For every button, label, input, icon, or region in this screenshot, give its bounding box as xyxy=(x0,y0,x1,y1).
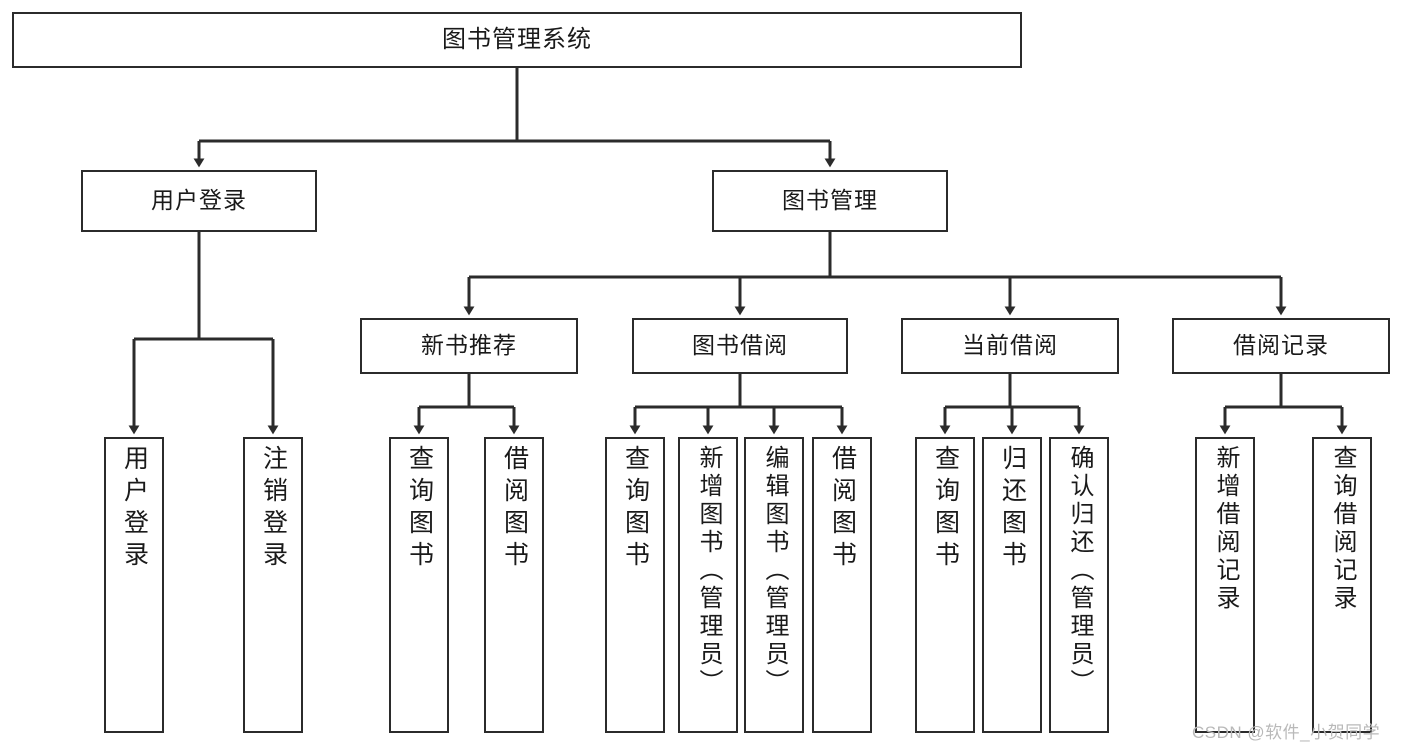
node-label: 编辑图书（管理员） xyxy=(761,445,788,697)
node-leaf-borrow-query[interactable]: 查询图书 xyxy=(605,437,665,733)
node-leaf-borrow-add[interactable]: 新增图书（管理员） xyxy=(678,437,738,733)
node-label: 图书管理 xyxy=(782,187,878,214)
node-leaf-cur-confirm[interactable]: 确认归还（管理员） xyxy=(1049,437,1109,733)
node-label: 借阅记录 xyxy=(1233,332,1329,359)
node-current-borrow[interactable]: 当前借阅 xyxy=(901,318,1119,374)
node-label: 归还图书 xyxy=(998,445,1027,573)
node-label: 查询图书 xyxy=(931,445,960,573)
node-label: 新增图书（管理员） xyxy=(695,445,722,697)
node-leaf-cur-query[interactable]: 查询图书 xyxy=(915,437,975,733)
node-book-manage[interactable]: 图书管理 xyxy=(712,170,948,232)
node-label: 借阅图书 xyxy=(500,445,529,573)
node-leaf-cur-return[interactable]: 归还图书 xyxy=(982,437,1042,733)
node-leaf-user-login[interactable]: 用户登录 xyxy=(104,437,164,733)
node-label: 新书推荐 xyxy=(421,332,517,359)
node-leaf-borrow-edit[interactable]: 编辑图书（管理员） xyxy=(744,437,804,733)
node-leaf-rec-search[interactable]: 查询借阅记录 xyxy=(1312,437,1372,733)
node-leaf-borrow-lend[interactable]: 借阅图书 xyxy=(812,437,872,733)
node-borrow-record[interactable]: 借阅记录 xyxy=(1172,318,1390,374)
node-leaf-rec-borrow[interactable]: 借阅图书 xyxy=(484,437,544,733)
node-label: 图书借阅 xyxy=(692,332,788,359)
node-label: 查询图书 xyxy=(621,445,650,573)
node-label: 借阅图书 xyxy=(828,445,857,573)
node-leaf-rec-query[interactable]: 查询图书 xyxy=(389,437,449,733)
node-new-book-rec[interactable]: 新书推荐 xyxy=(360,318,578,374)
node-label: 用户登录 xyxy=(120,445,149,573)
node-label: 新增借阅记录 xyxy=(1212,445,1239,613)
node-leaf-rec-add[interactable]: 新增借阅记录 xyxy=(1195,437,1255,733)
node-label: 查询图书 xyxy=(405,445,434,573)
node-label: 图书管理系统 xyxy=(442,25,592,53)
node-label: 确认归还（管理员） xyxy=(1066,445,1093,697)
node-label: 注销登录 xyxy=(259,445,288,573)
node-label: 用户登录 xyxy=(151,187,247,214)
csdn-watermark: CSDN @软件_小贺同学 xyxy=(1192,723,1381,742)
node-label: 当前借阅 xyxy=(962,332,1058,359)
node-book-borrow[interactable]: 图书借阅 xyxy=(632,318,848,374)
node-root[interactable]: 图书管理系统 xyxy=(12,12,1022,68)
node-label: 查询借阅记录 xyxy=(1329,445,1356,613)
node-leaf-user-logout[interactable]: 注销登录 xyxy=(243,437,303,733)
node-user-login[interactable]: 用户登录 xyxy=(81,170,317,232)
